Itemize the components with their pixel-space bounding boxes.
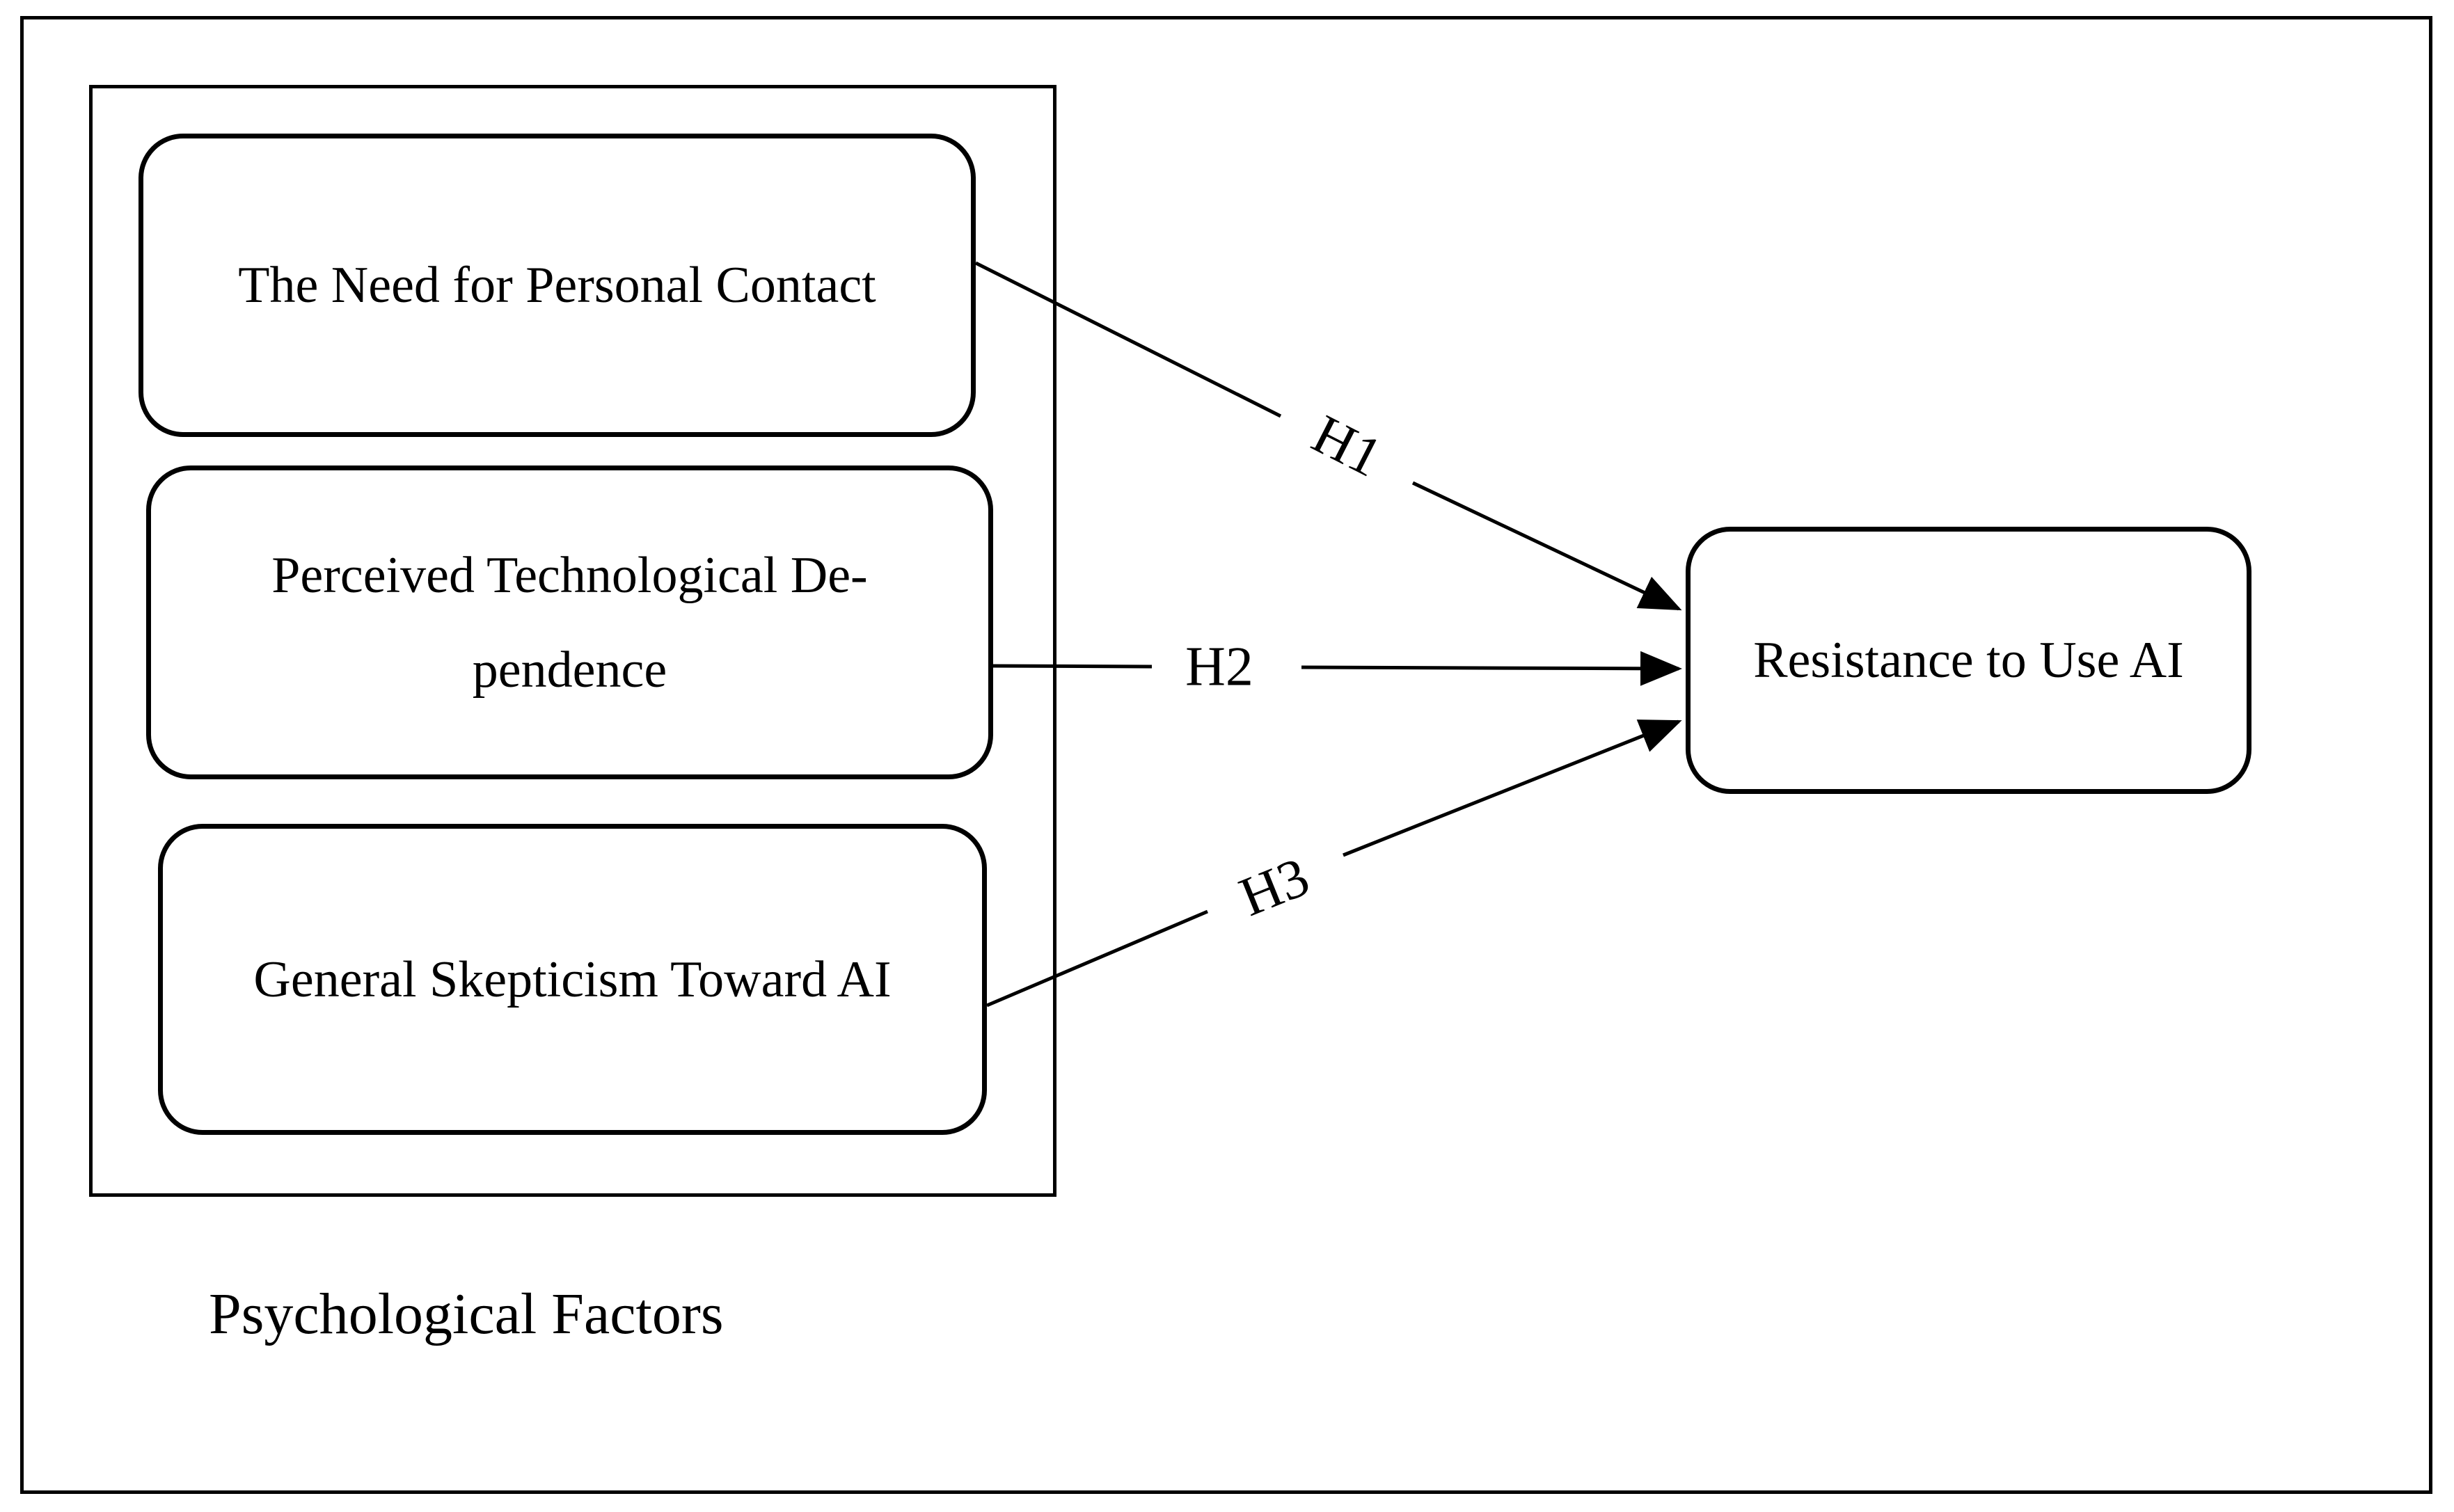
node-label: Perceived Technological De-pendence: [271, 546, 868, 699]
edge-h3-arrow: [1343, 719, 1682, 857]
edge-h2-segment-a: [992, 664, 1153, 669]
edge-label-h2: H2: [1185, 636, 1253, 697]
edge-h3-segment-a: [986, 909, 1208, 1008]
node-label: Resistance to Use AI: [1753, 632, 2184, 689]
edge-h1-arrow: [1411, 481, 1682, 611]
edge-h1-segment-a: [974, 261, 1282, 418]
psychological-factors-group: [89, 85, 1056, 1197]
node-need-for-personal-contact: The Need for Personal Contact: [138, 134, 976, 437]
edge-label-h3: H3: [1231, 846, 1317, 928]
edge-h2-arrow: [1301, 651, 1682, 686]
figure-frame: [20, 16, 2432, 1494]
node-perceived-technological-dependence: Perceived Technological De-pendence: [146, 465, 993, 779]
node-label: The Need for Personal Contact: [238, 257, 876, 314]
edge-label-h1: H1: [1303, 404, 1391, 489]
group-label: Psychological Factors: [209, 1282, 724, 1346]
node-resistance-to-use-ai: Resistance to Use AI: [1686, 527, 2251, 794]
node-label: General Skepticism Toward AI: [253, 950, 892, 1008]
node-general-skepticism-toward-ai: General Skepticism Toward AI: [158, 824, 987, 1135]
